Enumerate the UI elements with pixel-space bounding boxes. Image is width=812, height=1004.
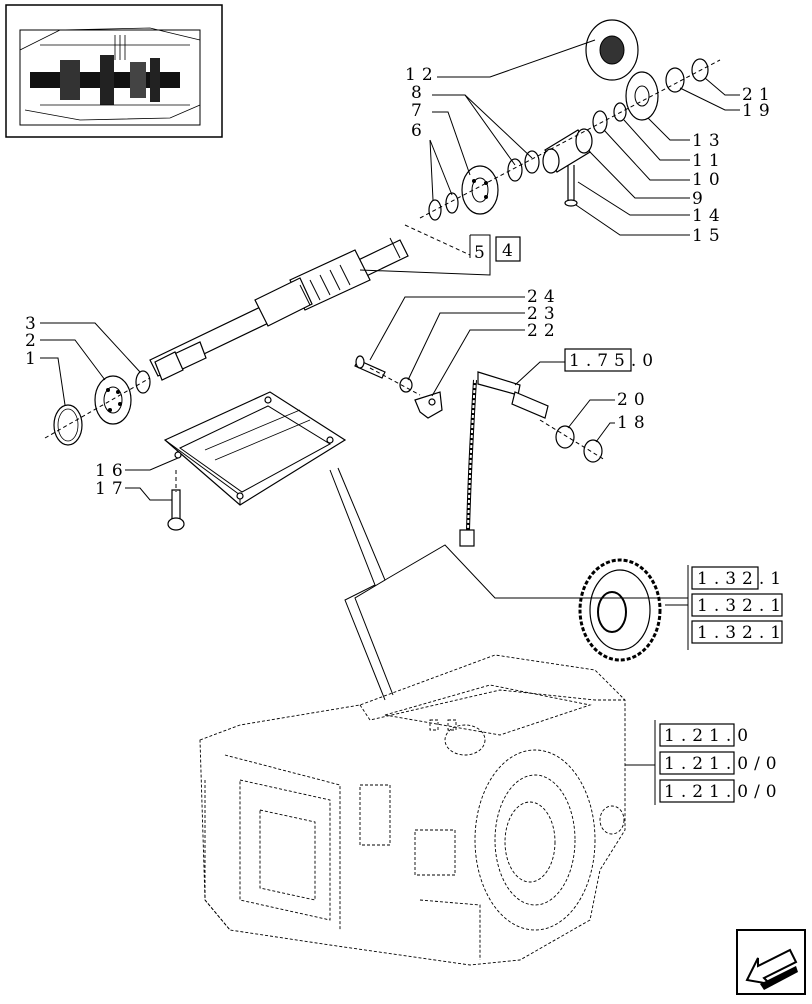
callout-22: 22 (527, 321, 561, 341)
callout-3: 3 (25, 314, 42, 334)
ring-10 (592, 110, 608, 134)
previous-page-arrow-icon[interactable] (736, 929, 806, 995)
callout-7: 7 (411, 101, 428, 121)
bracket-22 (414, 391, 443, 419)
callout-8: 8 (411, 83, 428, 103)
callout-4-box (495, 236, 521, 262)
callout-12: 12 (405, 65, 439, 85)
callout-18: 18 (617, 413, 651, 433)
callout-14: 14 (692, 206, 726, 226)
callout-1: 1 (25, 349, 42, 369)
ref-1-21-0-b: 1.21.0/0 (664, 754, 783, 774)
ref-1-32-1-a: 1.32.1 (697, 569, 787, 589)
thumbnail-gearbox-section (19, 27, 201, 126)
callout-11: 11 (692, 151, 726, 171)
bearing-7 (461, 165, 499, 215)
bearing-2 (94, 375, 132, 425)
ring-11 (613, 102, 627, 122)
callout-17: 17 (95, 479, 129, 499)
callout-16: 16 (95, 461, 129, 481)
sensor-cable (459, 371, 549, 547)
transmission-housing (199, 654, 626, 966)
leader-lines (40, 39, 740, 805)
reference-labels: 1.75.0 1.32.1 1.32.1 1.32.1 1.21.0 1.21.… (564, 348, 787, 803)
axis-line-left (44, 377, 151, 439)
callout-5: 5 (474, 243, 491, 263)
callout-19: 19 (742, 101, 776, 121)
callout-24: 24 (527, 287, 561, 307)
ring-18 (583, 439, 603, 463)
gear-13 (625, 71, 659, 121)
ring-20 (555, 425, 575, 449)
callout-labels: 12 8 7 6 5 4 21 19 13 11 10 9 14 15 3 2 … (25, 65, 776, 499)
callout-20: 20 (617, 390, 651, 410)
callout-9: 9 (692, 189, 709, 209)
ref-1-32-1-c: 1.32.1 (697, 623, 787, 643)
callout-10: 10 (692, 170, 726, 190)
thumbnail-frame (5, 4, 223, 138)
ref-1-32-1-b: 1.32.1 (697, 596, 787, 616)
ref-1-75-0: 1.75.0 (569, 351, 659, 371)
callout-21: 21 (742, 85, 776, 105)
bolt-17 (167, 489, 185, 531)
callout-13: 13 (692, 131, 726, 151)
pin-14-15 (564, 165, 578, 207)
ref-1-21-0-a: 1.21.0 (664, 726, 754, 746)
main-shaft (149, 237, 409, 381)
callout-4: 4 (502, 241, 519, 261)
callout-23: 23 (527, 304, 561, 324)
cover-16 (163, 391, 347, 506)
callout-6: 6 (411, 121, 428, 141)
ref-1-21-0-c: 1.21.0/0 (664, 782, 783, 802)
axis-line-upper (419, 59, 721, 219)
callout-15: 15 (692, 226, 726, 246)
circlip-1 (53, 404, 83, 446)
gear-1-32-1 (578, 558, 662, 662)
callout-2: 2 (25, 331, 42, 351)
bolt-24 (354, 355, 386, 379)
ref-1-75-0-box (564, 348, 632, 372)
rings-8 (507, 150, 540, 182)
gear-12 (585, 19, 639, 81)
